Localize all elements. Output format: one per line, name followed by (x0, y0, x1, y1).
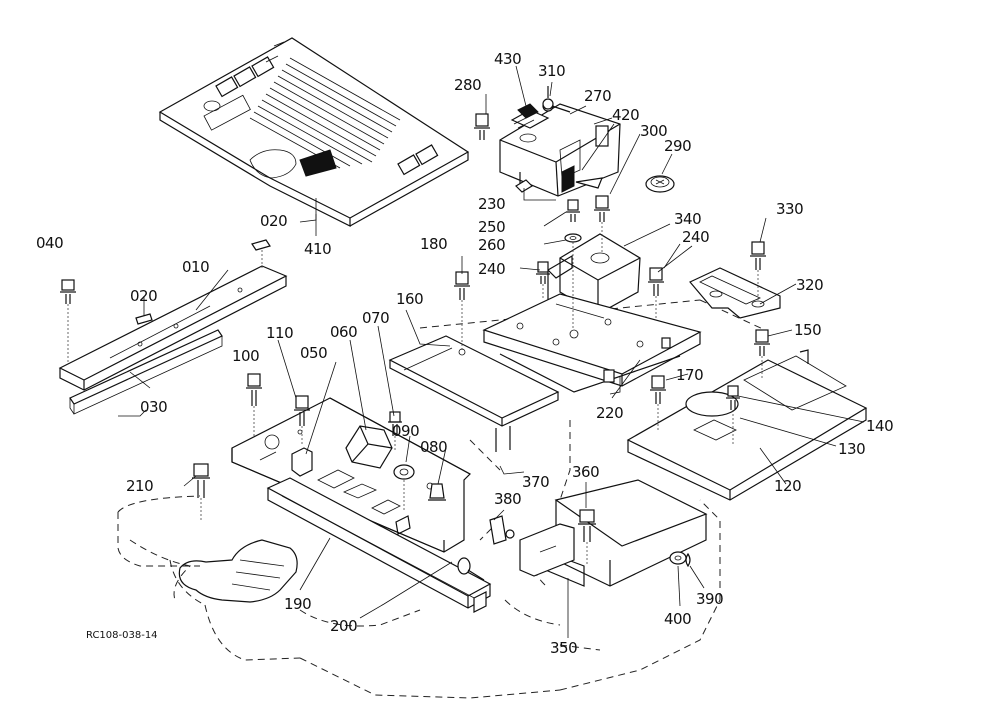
diagram-reference: RC108-038-14 (86, 630, 158, 641)
label-300: 300 (640, 122, 667, 140)
switch-bracket (519, 523, 575, 577)
bolt-210 (192, 463, 210, 520)
label-070: 070 (362, 309, 389, 327)
label-310: 310 (538, 62, 565, 80)
bolt-040 (60, 279, 76, 364)
label-150: 150 (794, 321, 821, 339)
right-plate (626, 349, 868, 501)
label-200: 200 (330, 617, 357, 635)
cover-plate (388, 335, 560, 452)
bolt-140 (726, 385, 740, 446)
label-250: 250 (478, 218, 505, 236)
label-260: 260 (478, 236, 505, 254)
label-240a: 240 (478, 260, 505, 278)
label-410: 410 (304, 240, 331, 258)
label-190: 190 (284, 595, 311, 613)
bolt-080 (428, 483, 446, 501)
label-130: 130 (838, 440, 865, 458)
relay-box (499, 100, 621, 197)
bolt-110 (294, 395, 310, 446)
leader-lines (118, 65, 865, 638)
bolt-250 (566, 199, 580, 222)
bolt-240-left (536, 261, 550, 300)
fasteners: 430 (60, 86, 770, 581)
label-050: 050 (300, 344, 327, 362)
label-020b: 020 (130, 287, 157, 305)
label-020a: 020 (260, 212, 287, 230)
screw-310 (542, 86, 554, 110)
clip-390 (685, 552, 691, 568)
label-030: 030 (140, 398, 167, 416)
bolt-240-right (648, 267, 664, 320)
label-400: 400 (664, 610, 691, 628)
left-rail (58, 265, 288, 415)
grommet-090 (393, 464, 415, 510)
label-120: 120 (774, 477, 801, 495)
washer-400 (669, 551, 687, 565)
label-230: 230 (478, 195, 505, 213)
label-370: 370 (522, 473, 549, 491)
knob-290 (645, 175, 675, 193)
label-380: 380 (494, 490, 521, 508)
label-140: 140 (866, 417, 893, 435)
plate-230 (515, 179, 533, 193)
small-bracket (689, 267, 781, 319)
label-040: 040 (36, 234, 63, 252)
label-290: 290 (664, 137, 691, 155)
label-270: 270 (584, 87, 611, 105)
switch-body (489, 515, 515, 545)
label-110: 110 (266, 324, 293, 342)
label-390: 390 (696, 590, 723, 608)
label-090: 090 (392, 422, 419, 440)
label-100: 100 (232, 347, 259, 365)
label-210: 210 (126, 477, 153, 495)
bolt-200 (457, 557, 485, 581)
bolt-330 (750, 241, 766, 300)
bolt-100 (246, 373, 262, 436)
label-170: 170 (676, 366, 703, 384)
pedal-shape (178, 539, 298, 603)
label-420: 420 (612, 106, 639, 124)
bolt-300 (594, 195, 610, 252)
label-180: 180 (420, 235, 447, 253)
floor-mat (158, 37, 470, 227)
label-350: 350 (550, 639, 577, 657)
part-labels: 020 010 040 020 030 410 180 160 070 060 … (36, 50, 894, 657)
label-340: 340 (674, 210, 701, 228)
label-060: 060 (330, 323, 357, 341)
floor-rail (266, 477, 492, 613)
washer-260 (564, 233, 582, 330)
label-080: 080 (420, 438, 447, 456)
bracket (547, 233, 641, 315)
label-220: 220 (596, 404, 623, 422)
boot-cover (345, 425, 393, 469)
label-360: 360 (572, 463, 599, 481)
label-280: 280 (454, 76, 481, 94)
bolt-360 (578, 509, 596, 566)
label-240b: 240 (682, 228, 709, 246)
label-320: 320 (796, 276, 823, 294)
bolt-280 (474, 113, 490, 140)
label-160: 160 (396, 290, 423, 308)
label-430: 430 (494, 50, 521, 68)
bolt-170 (650, 375, 666, 432)
floor-plate (231, 397, 471, 553)
label-010: 010 (182, 258, 209, 276)
bolt-070 (388, 411, 402, 452)
label-330: 330 (776, 200, 803, 218)
bolt-180 (454, 271, 470, 350)
